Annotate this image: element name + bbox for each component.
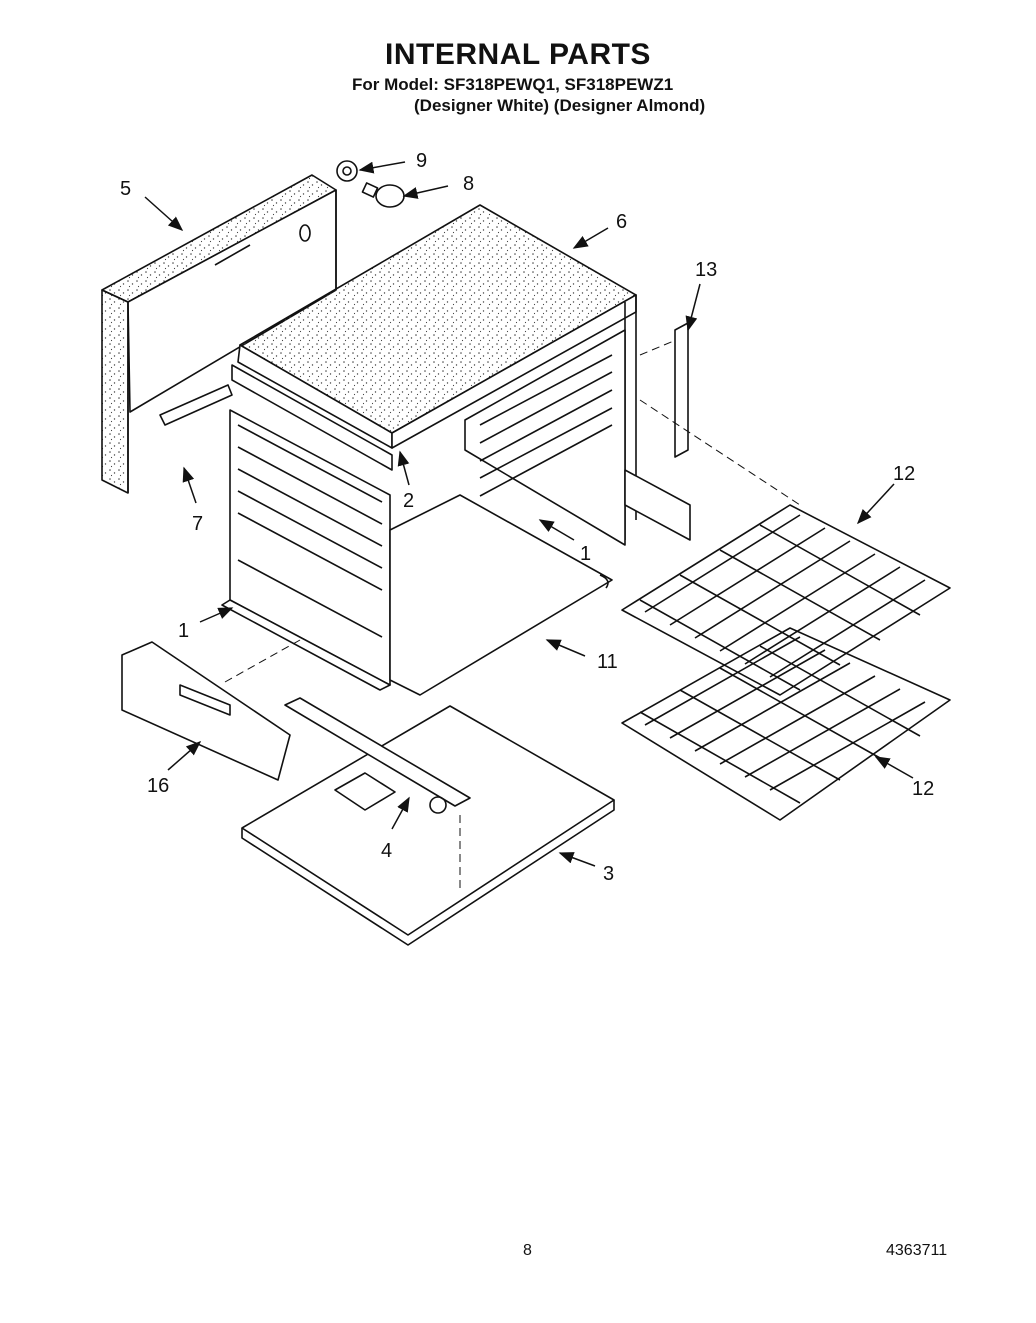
front-frame — [231, 364, 393, 471]
callout-16: 16 — [147, 775, 169, 797]
front-vent-panel — [121, 641, 291, 781]
callout-13: 13 — [695, 259, 717, 281]
callout-7: 7 — [192, 513, 203, 535]
burner-bracket — [284, 697, 471, 814]
page-number: 8 — [523, 1242, 532, 1259]
callout-12-lower: 12 — [912, 778, 934, 800]
oven-bottom — [389, 494, 613, 696]
left-side-wall — [221, 409, 391, 691]
right-rack-support — [464, 329, 691, 546]
callout-8: 8 — [463, 173, 474, 195]
side-trim — [159, 384, 233, 426]
document-number: 4363711 — [886, 1242, 948, 1259]
model-line: For Model: SF318PEWQ1, SF318PEWZ1 — [352, 75, 674, 94]
lamp-socket — [336, 160, 358, 182]
callout-4: 4 — [381, 840, 392, 862]
callout-12-upper: 12 — [893, 463, 915, 485]
variant-line: (Designer White) (Designer Almond) — [414, 96, 706, 115]
base-plate — [241, 705, 615, 946]
light-bulb — [361, 182, 405, 208]
callout-11: 11 — [597, 651, 618, 673]
callout-3: 3 — [603, 863, 614, 885]
callout-9: 9 — [416, 150, 427, 172]
rack-clip — [674, 322, 689, 458]
oven-rack-upper — [621, 504, 951, 696]
oven-rack-lower — [621, 627, 951, 821]
page-title: INTERNAL PARTS — [385, 38, 651, 71]
callout-5: 5 — [120, 178, 131, 200]
oven-cavity-top — [237, 204, 637, 540]
callout-2: 2 — [403, 490, 414, 512]
callout-6: 6 — [616, 211, 627, 233]
callout-1-left: 1 — [178, 620, 189, 642]
callout-1-right: 1 — [580, 543, 591, 565]
